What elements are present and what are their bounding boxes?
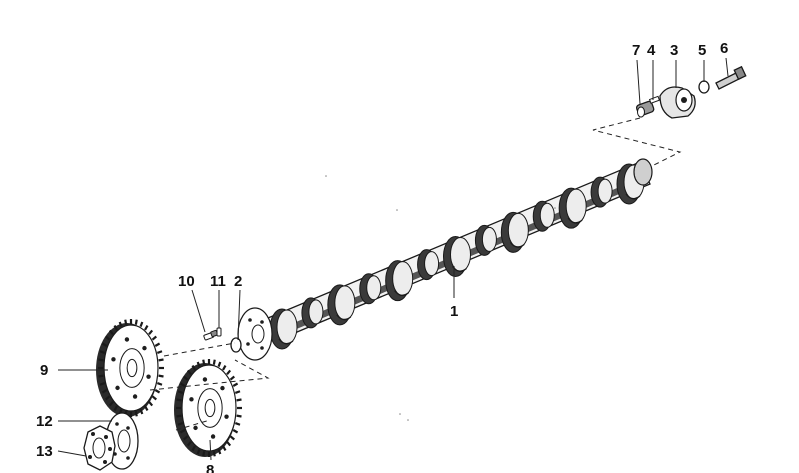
- callout-11: 11: [210, 273, 226, 290]
- sprocket-lower[interactable]: [174, 359, 242, 457]
- cam-journal: [532, 200, 555, 232]
- cam-lobe: [558, 187, 587, 229]
- callout-7: 7: [632, 42, 640, 59]
- front-dowel-pins[interactable]: [203, 329, 219, 341]
- cam-journal: [590, 176, 613, 208]
- callout-13: 13: [36, 443, 53, 460]
- callout-9: 9: [40, 362, 48, 379]
- leader-lines: [57, 57, 729, 461]
- cam-journal: [301, 297, 324, 329]
- star-plate[interactable]: [83, 425, 116, 471]
- callout-8: 8: [206, 462, 214, 473]
- front-pin[interactable]: [216, 327, 222, 337]
- rear-bolt[interactable]: [715, 65, 747, 90]
- cam-lobe: [269, 308, 298, 350]
- cam-journal: [359, 273, 382, 305]
- cam-journal: [417, 249, 440, 281]
- callout-5: 5: [698, 42, 706, 59]
- cam-lobe: [327, 284, 356, 326]
- rear-pin[interactable]: [648, 95, 661, 104]
- cam-lobe: [385, 260, 414, 302]
- callout-6: 6: [720, 40, 728, 57]
- camshaft[interactable]: [237, 158, 653, 361]
- rear-alignment-lines: [592, 117, 682, 167]
- cam-lobe: [500, 211, 529, 253]
- callout-12: 12: [36, 413, 53, 430]
- callout-1: 1: [450, 303, 458, 320]
- sprocket-upper[interactable]: [96, 319, 164, 417]
- callout-4: 4: [647, 42, 656, 59]
- rear-bushing[interactable]: [635, 100, 655, 118]
- front-washer[interactable]: [230, 337, 242, 353]
- callout-10: 10: [178, 273, 195, 290]
- callout-labels: 1 2 3 4 5 6 7 8 9 10 11 12 13: [36, 40, 728, 473]
- front-alignment-lines: [149, 342, 270, 431]
- callout-3: 3: [670, 42, 678, 59]
- scan-specks: [325, 175, 556, 421]
- cam-lobe: [443, 236, 471, 277]
- rear-washer[interactable]: [698, 80, 710, 94]
- callout-2: 2: [234, 273, 242, 290]
- cam-journal: [474, 224, 497, 256]
- flange-plate[interactable]: [105, 412, 139, 470]
- rear-housing[interactable]: [659, 86, 696, 119]
